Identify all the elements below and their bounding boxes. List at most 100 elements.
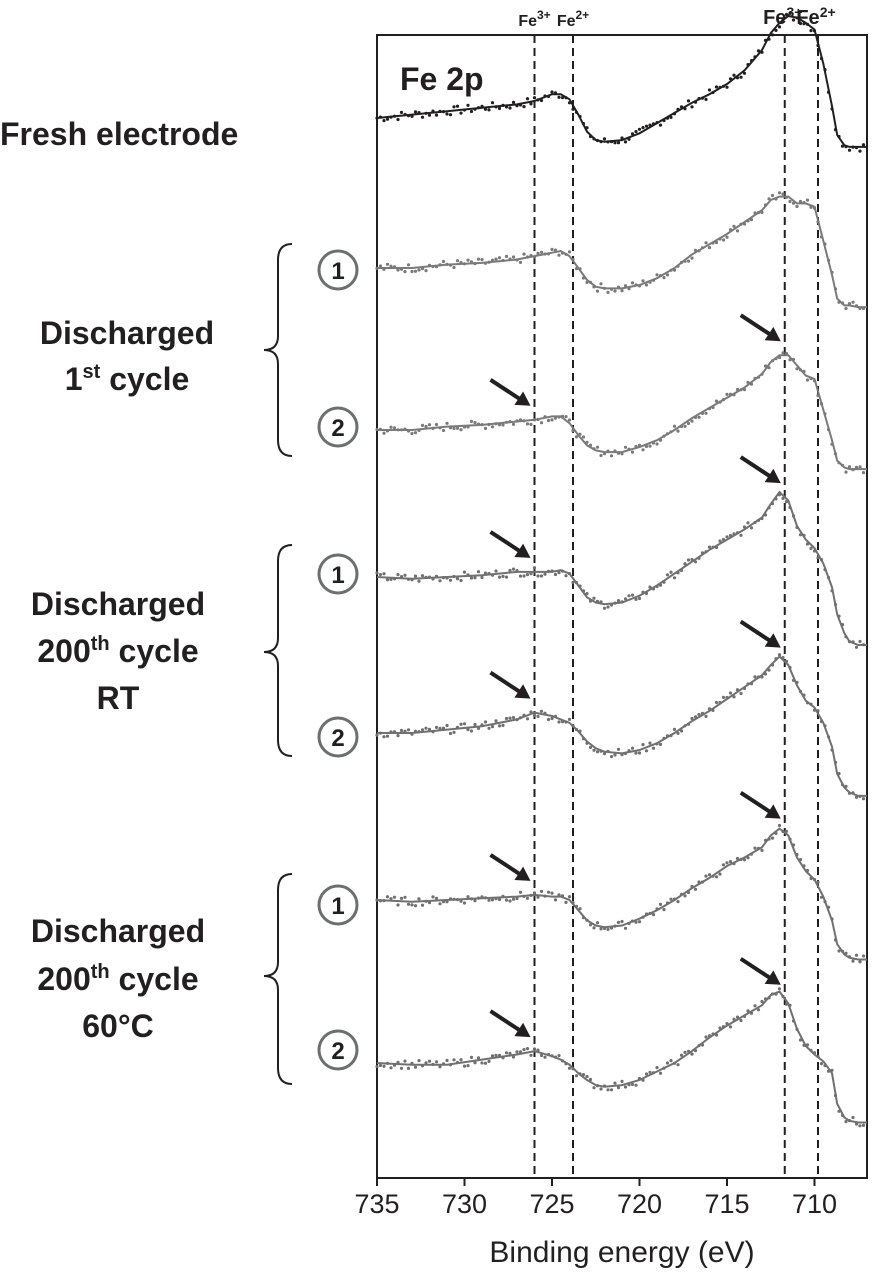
data-point bbox=[525, 717, 530, 721]
data-point bbox=[770, 992, 775, 996]
data-point bbox=[382, 267, 386, 271]
data-point bbox=[749, 1011, 754, 1015]
data-point bbox=[851, 1115, 855, 1120]
data-point bbox=[704, 550, 708, 554]
data-point bbox=[378, 427, 383, 431]
cycle-number: 1 bbox=[65, 361, 83, 397]
data-point bbox=[784, 1002, 789, 1006]
data-point bbox=[613, 449, 617, 453]
data-point bbox=[504, 898, 509, 902]
data-point bbox=[476, 1056, 481, 1060]
data-point bbox=[662, 736, 666, 741]
data-point bbox=[501, 574, 505, 579]
data-point bbox=[683, 562, 687, 566]
arrow-icon bbox=[739, 957, 781, 985]
data-point bbox=[721, 537, 726, 542]
data-point bbox=[539, 574, 544, 578]
data-point bbox=[571, 107, 575, 111]
data-point bbox=[613, 924, 617, 928]
data-point bbox=[403, 270, 407, 274]
data-point bbox=[543, 894, 547, 898]
data-point bbox=[413, 574, 418, 578]
data-point bbox=[459, 260, 463, 265]
data-point bbox=[599, 282, 603, 286]
data-point bbox=[725, 861, 729, 865]
data-point bbox=[494, 569, 498, 573]
data-point bbox=[417, 730, 421, 734]
data-point bbox=[690, 884, 694, 889]
data-point bbox=[571, 580, 575, 585]
data-point bbox=[735, 531, 740, 535]
data-point bbox=[546, 1052, 551, 1057]
brace-discharged-200-rt bbox=[263, 544, 293, 757]
data-point bbox=[662, 1066, 666, 1070]
data-point bbox=[588, 745, 593, 750]
data-point bbox=[844, 951, 848, 955]
data-point bbox=[844, 784, 848, 789]
data-point bbox=[483, 571, 488, 575]
data-point bbox=[525, 422, 530, 426]
data-point bbox=[669, 734, 673, 738]
reference-label: Fe3+ bbox=[518, 8, 550, 30]
data-point bbox=[588, 1077, 593, 1082]
data-point bbox=[459, 578, 463, 583]
data-point bbox=[781, 496, 785, 500]
data-point bbox=[725, 392, 729, 396]
data-point bbox=[662, 276, 666, 280]
reference-label: Fe2+ bbox=[557, 8, 589, 30]
data-point bbox=[718, 400, 722, 404]
data-point bbox=[683, 1050, 687, 1054]
data-point bbox=[466, 573, 470, 577]
data-point bbox=[683, 259, 687, 263]
data-point bbox=[739, 691, 743, 696]
data-point bbox=[574, 727, 579, 732]
data-point bbox=[749, 382, 754, 386]
data-point bbox=[812, 29, 817, 33]
data-point bbox=[445, 723, 449, 728]
data-point bbox=[851, 468, 855, 472]
data-point bbox=[592, 447, 596, 451]
data-point bbox=[861, 1123, 866, 1127]
data-point bbox=[791, 201, 796, 205]
data-point bbox=[392, 265, 397, 269]
data-point bbox=[445, 112, 449, 116]
data-point bbox=[599, 600, 603, 604]
data-point bbox=[609, 1088, 614, 1092]
data-point bbox=[760, 372, 764, 376]
cycle-word: cycle bbox=[110, 633, 199, 669]
data-point bbox=[630, 132, 635, 136]
series-line bbox=[376, 990, 867, 1124]
data-point bbox=[819, 895, 824, 899]
data-point bbox=[389, 577, 393, 582]
data-point bbox=[693, 1049, 698, 1053]
data-point bbox=[683, 107, 687, 111]
data-point bbox=[476, 726, 481, 731]
data-point bbox=[602, 606, 607, 610]
data-point bbox=[595, 289, 600, 293]
data-point bbox=[564, 900, 568, 905]
data-point bbox=[389, 425, 393, 429]
data-point bbox=[742, 525, 747, 529]
data-point bbox=[725, 1022, 729, 1026]
data-point bbox=[651, 1071, 656, 1075]
data-point bbox=[777, 355, 782, 360]
data-point bbox=[732, 224, 736, 228]
data-point bbox=[406, 577, 411, 581]
data-point bbox=[805, 701, 810, 705]
data-point bbox=[483, 1061, 488, 1065]
data-point bbox=[819, 402, 824, 406]
data-point bbox=[550, 891, 554, 895]
data-point bbox=[847, 465, 852, 469]
data-point bbox=[403, 1059, 407, 1063]
data-point bbox=[592, 1086, 596, 1090]
ion-symbol: Fe bbox=[763, 7, 786, 29]
data-point bbox=[445, 421, 449, 425]
data-point bbox=[697, 880, 701, 884]
data-point bbox=[585, 280, 589, 284]
data-point bbox=[599, 453, 603, 458]
data-point bbox=[735, 856, 740, 861]
cycle-word: cycle bbox=[100, 361, 189, 397]
data-point bbox=[746, 380, 750, 384]
data-point bbox=[833, 128, 838, 132]
data-point bbox=[462, 262, 467, 266]
